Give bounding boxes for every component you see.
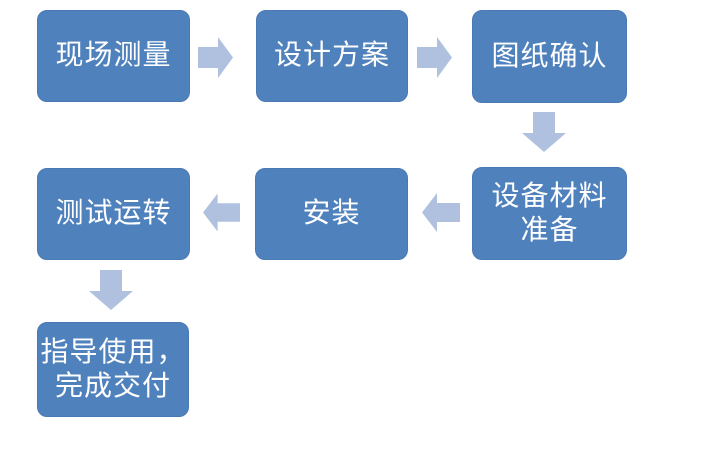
arrow-down-icon xyxy=(89,270,133,310)
flow-step-design-plan: 设计方案 xyxy=(256,10,408,102)
flow-step-installation: 安装 xyxy=(255,168,408,260)
arrow-down-icon xyxy=(522,112,566,152)
arrow-right-icon xyxy=(417,37,452,78)
arrow-left-icon xyxy=(422,193,460,232)
flow-step-guide-use-complete-delivery: 指导使用， 完成交付 xyxy=(37,322,189,417)
flow-step-test-operation: 测试运转 xyxy=(37,168,190,260)
flow-step-onsite-measurement: 现场测量 xyxy=(37,10,190,102)
arrow-left-icon xyxy=(203,193,240,232)
flow-step-drawing-confirmation: 图纸确认 xyxy=(472,10,627,103)
arrow-right-icon xyxy=(198,37,233,78)
flow-step-equipment-material-preparation: 设备材料 准备 xyxy=(472,167,627,260)
